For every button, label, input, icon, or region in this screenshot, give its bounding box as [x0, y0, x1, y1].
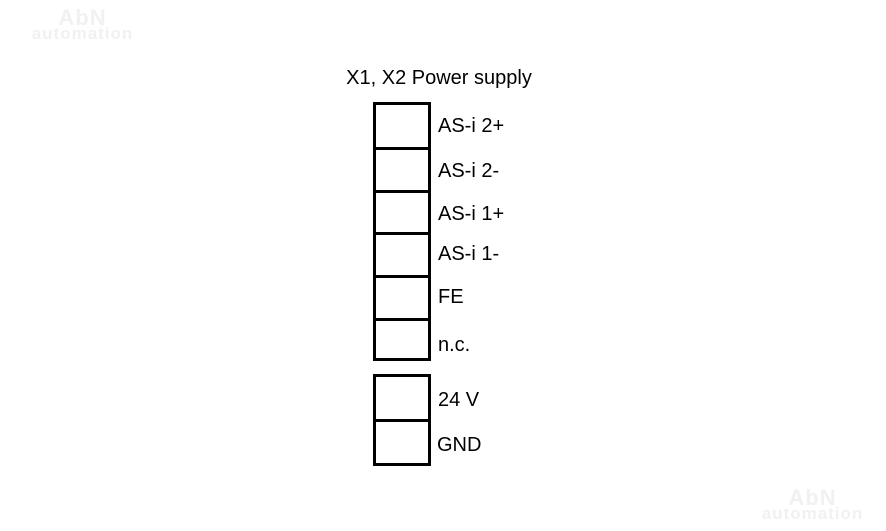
terminal-divider	[376, 275, 428, 278]
terminal-divider	[376, 147, 428, 150]
watermark-top-left: AbN automation	[15, 5, 150, 43]
terminal-label-asi2-plus: AS-i 2+	[438, 115, 505, 137]
watermark-logo: AbN	[58, 5, 107, 30]
watermark-logo: AbN	[788, 485, 837, 510]
watermark-text: automation	[31, 24, 134, 43]
terminal-block-2	[373, 374, 431, 466]
watermark-bottom-right: AbN automation	[745, 485, 880, 523]
diagram-title: X1, X2 Power supply	[346, 67, 532, 89]
terminal-label-asi1-plus: AS-i 1+	[438, 203, 505, 225]
terminal-divider	[376, 318, 428, 321]
terminal-label-24v: 24 V	[438, 389, 480, 411]
terminal-divider	[376, 232, 428, 235]
terminal-label-gnd: GND	[437, 434, 482, 456]
terminal-label-asi2-minus: AS-i 2-	[438, 160, 500, 182]
terminal-label-asi1-minus: AS-i 1-	[438, 243, 500, 265]
terminal-label-nc: n.c.	[438, 334, 471, 356]
terminal-divider	[376, 419, 428, 422]
terminal-label-fe: FE	[438, 286, 464, 308]
terminal-divider	[376, 190, 428, 193]
watermark-text: automation	[761, 504, 864, 523]
terminal-block-1	[373, 102, 431, 361]
